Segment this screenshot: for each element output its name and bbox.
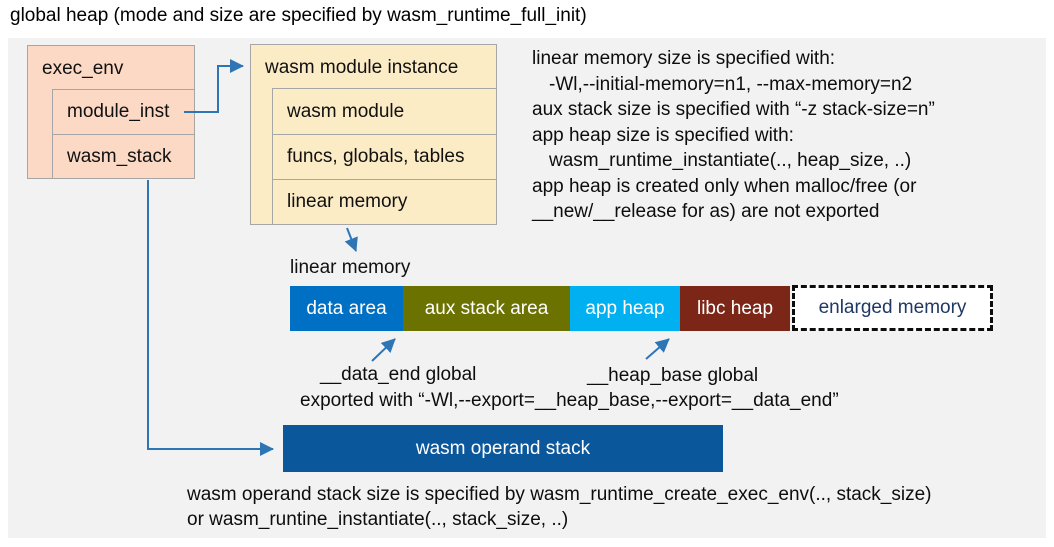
- note-line: linear memory size is specified with:: [532, 48, 836, 69]
- notes-operand-stack-size: wasm operand stack size is specified by …: [187, 483, 932, 532]
- note-line: app heap is created only when malloc/fre…: [532, 175, 917, 197]
- segment-label: enlarged memory: [818, 297, 967, 318]
- segment-label: libc heap: [696, 297, 774, 319]
- linear-memory-label: linear memory: [290, 257, 411, 278]
- segment-aux-stack-area: aux stack area: [403, 286, 570, 331]
- module-instance-row-linear-memory: linear memory: [272, 179, 497, 225]
- note-line: __new/__release for as) are not exported: [532, 201, 880, 222]
- wasm-operand-stack-bar: wasm operand stack: [283, 425, 723, 472]
- heap-base-global-label: __heap_base global: [587, 365, 759, 386]
- segment-app-heap: app heap: [570, 286, 680, 331]
- note-line: wasm_runtime_instantiate(.., heap_size, …: [549, 150, 912, 171]
- exec-env-row-wasm-stack: wasm_stack: [52, 134, 195, 179]
- exec-env-row-module-inst: module_inst: [52, 89, 195, 135]
- segment-data-area: data area: [290, 286, 403, 331]
- segment-label: app heap: [585, 297, 665, 319]
- diagram-title: global heap (mode and size are specified…: [10, 5, 587, 26]
- module-instance-header: wasm module instance: [265, 56, 459, 78]
- note-line: -Wl,--initial-memory=n1, --max-memory=n2: [549, 73, 913, 95]
- export-flags-label: exported with “-Wl,--export=__heap_base,…: [300, 390, 839, 411]
- note-line: or wasm_runtine_instantiate(.., stack_si…: [187, 508, 569, 530]
- segment-libc-heap: libc heap: [680, 286, 790, 331]
- wasm-operand-stack-label: wasm operand stack: [415, 437, 591, 459]
- module-instance-row-wasm-module: wasm module: [272, 88, 497, 135]
- note-line: aux stack size is specified with “-z sta…: [532, 99, 935, 120]
- note-line: app heap size is specified with:: [532, 124, 794, 146]
- exec-env-header: exec_env: [42, 57, 124, 79]
- note-line: wasm operand stack size is specified by …: [187, 484, 932, 505]
- notes-linear-memory-sizes: linear memory size is specified with: -W…: [532, 46, 935, 225]
- module-instance-row-funcs-globals-tables: funcs, globals, tables: [272, 134, 497, 180]
- data-end-global-label: __data_end global: [320, 364, 477, 385]
- segment-label: aux stack area: [424, 297, 549, 319]
- segment-label: data area: [306, 297, 387, 319]
- segment-enlarged-memory: enlarged memory: [792, 285, 993, 331]
